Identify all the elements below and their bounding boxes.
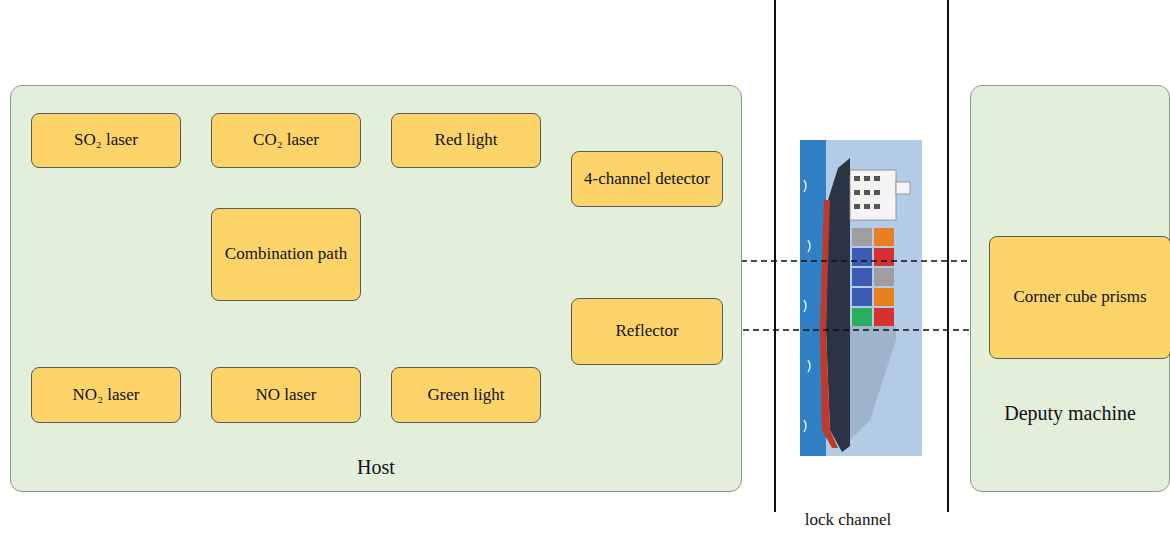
laser-box: CO₂ laser: [211, 113, 361, 168]
beam-arrow: [723, 329, 989, 331]
reflector-box: Reflector: [571, 298, 723, 365]
channel-wall: [774, 0, 776, 512]
ship-illustration: [800, 140, 922, 456]
channel-wall: [947, 0, 949, 512]
light-box: Red light: [391, 113, 541, 168]
panel-label: Deputy machine: [971, 402, 1169, 425]
box-label: Reflector: [615, 321, 678, 341]
laser-box: SO₂ laser: [31, 113, 181, 168]
light-box: Green light: [391, 367, 541, 423]
laser-box: NO laser: [211, 367, 361, 423]
box-label: SO₂ laser: [74, 130, 138, 150]
box-label: CO₂ laser: [253, 130, 319, 150]
deputy-panel: Deputy machine Corner cube prisms: [970, 85, 1170, 492]
laser-box: NO₂ laser: [31, 367, 181, 423]
detector-box: 4-channel detector: [571, 151, 723, 207]
box-label: Red light: [435, 130, 498, 150]
combination-box: Combination path: [211, 208, 361, 301]
box-label: NO laser: [256, 385, 317, 405]
box-label: NO₂ laser: [73, 385, 140, 405]
box-label: 4-channel detector: [584, 169, 710, 189]
host-panel: Host SO₂ laser CO₂ laser Red light 4-channel…: [10, 85, 742, 492]
box-label: Combination path: [225, 244, 347, 264]
box-label: Green light: [428, 385, 505, 405]
region-label: lock channel: [802, 510, 894, 530]
box-label: Corner cube prisms: [1013, 287, 1146, 307]
panel-label: Host: [11, 456, 741, 479]
prism-box: Corner cube prisms: [989, 236, 1170, 359]
